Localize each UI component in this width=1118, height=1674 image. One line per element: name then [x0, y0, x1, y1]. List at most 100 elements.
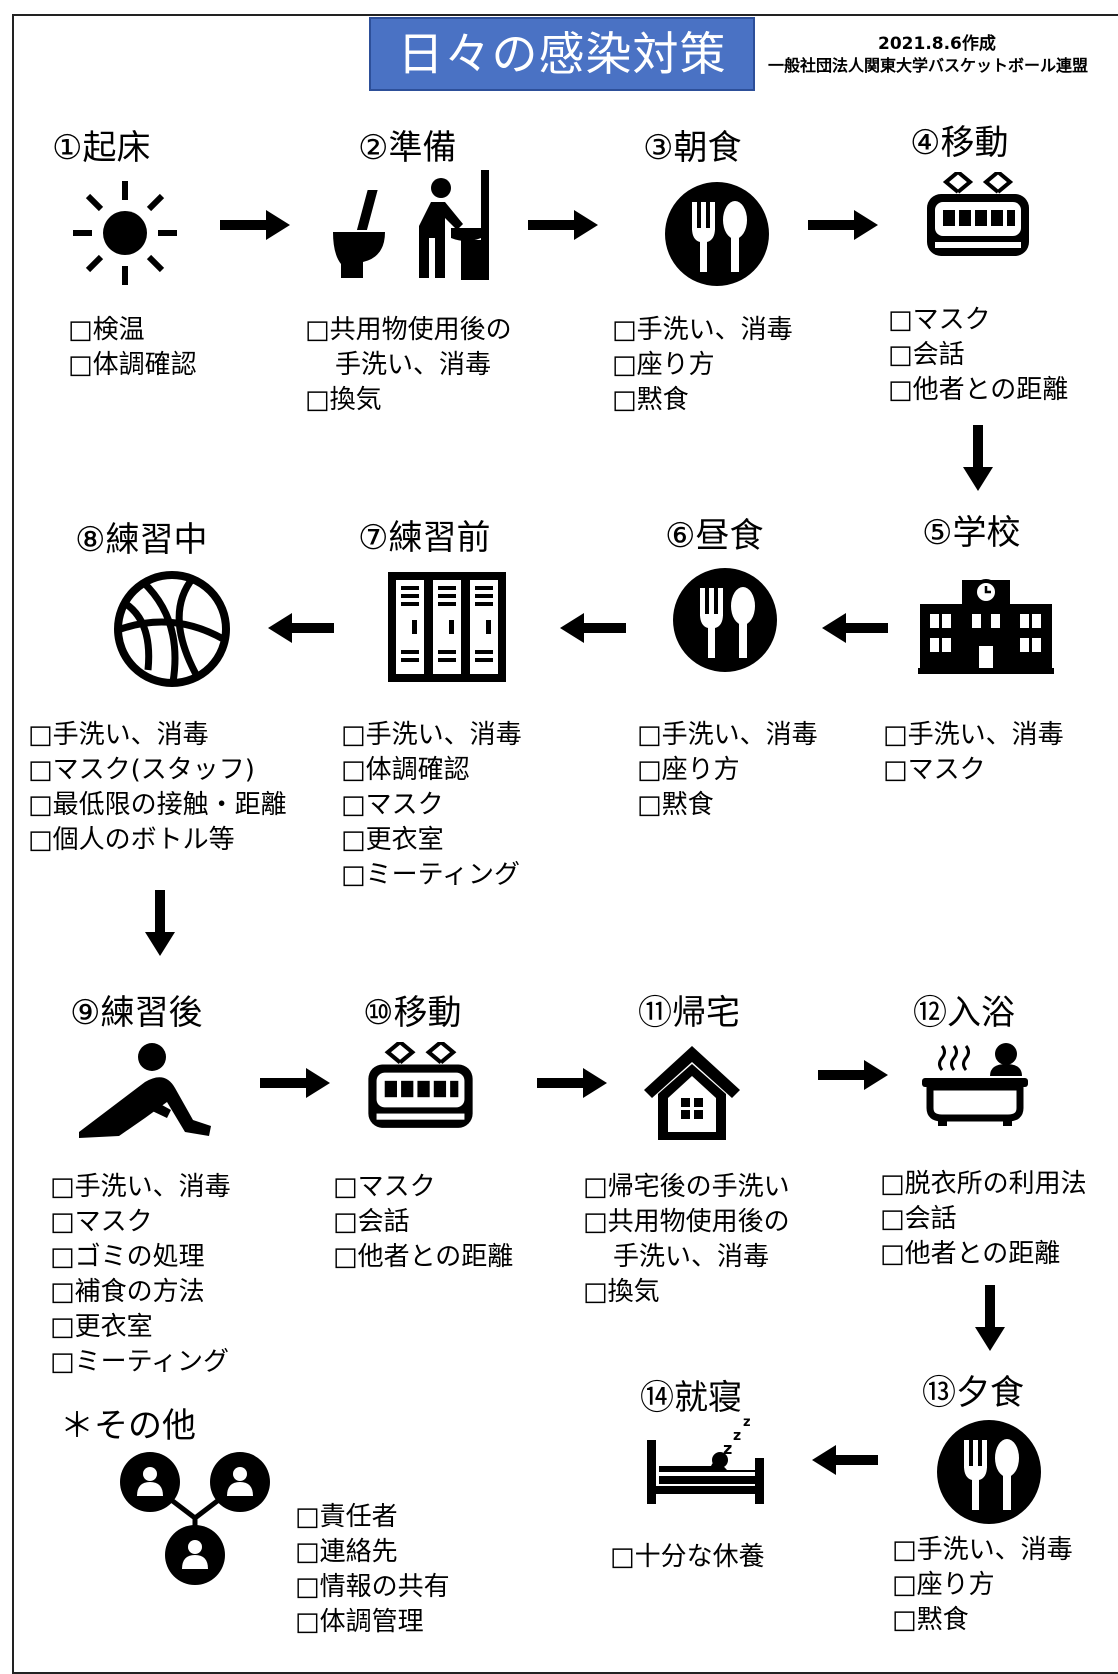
check-item[interactable]: □更衣室: [50, 1312, 153, 1342]
check-item[interactable]: □マスク: [333, 1172, 436, 1202]
page-title: 日々の感染対策: [369, 17, 755, 91]
check-item-continuation: 手洗い、消毒: [613, 1242, 770, 1272]
arrow-left-icon: [560, 613, 626, 643]
check-item[interactable]: □換気: [583, 1277, 660, 1307]
checklist-lunch: □手洗い、消毒 □座り方 □黙食: [637, 718, 818, 823]
step-title-breakfast: ③朝食: [643, 128, 742, 168]
check-item[interactable]: □十分な休養: [610, 1542, 765, 1572]
people-network-icon: [120, 1452, 270, 1591]
check-item[interactable]: □更衣室: [341, 825, 444, 855]
locker-icon: [388, 572, 506, 686]
step-title-after-practice: ⑨練習後: [70, 993, 203, 1033]
checklist-during-practice: □手洗い、消毒 □マスク(スタッフ) □最低限の接触・距離 □個人のボトル等: [28, 718, 287, 858]
train-icon: [923, 170, 1033, 266]
step-title-school: ⑤学校: [922, 513, 1021, 553]
arrow-left-icon: [812, 1445, 878, 1475]
check-item[interactable]: □座り方: [892, 1570, 995, 1600]
arrow-down-icon: [963, 425, 993, 491]
check-item[interactable]: □他者との距離: [880, 1239, 1061, 1269]
check-item[interactable]: □黙食: [892, 1605, 969, 1635]
check-item[interactable]: □会話: [333, 1207, 410, 1237]
check-item[interactable]: □手洗い、消毒: [892, 1535, 1073, 1565]
school-building-icon: [918, 562, 1054, 678]
arrow-right-icon: [220, 210, 290, 240]
check-item[interactable]: □会話: [888, 340, 965, 370]
check-item[interactable]: □共用物使用後の: [305, 315, 512, 345]
sleeping-bed-icon: z z z: [645, 1410, 767, 1510]
arrow-down-icon: [975, 1285, 1005, 1351]
checklist-wake-up: □検温 □体調確認: [68, 313, 197, 383]
check-item[interactable]: □黙食: [637, 790, 714, 820]
check-item-continuation: 手洗い、消毒: [335, 350, 492, 380]
checklist-other: □責任者 □連絡先 □情報の共有 □体調管理: [295, 1500, 450, 1640]
step-title-bath: ⑫入浴: [913, 993, 1015, 1033]
checklist-commute-home: □マスク □会話 □他者との距離: [333, 1170, 513, 1275]
step-title-during-practice: ⑧練習中: [75, 520, 208, 560]
checklist-school: □手洗い、消毒 □マスク: [883, 718, 1064, 788]
svg-text:z: z: [723, 1439, 732, 1458]
check-item[interactable]: □補食の方法: [50, 1277, 205, 1307]
check-item[interactable]: □個人のボトル等: [28, 825, 235, 855]
arrow-down-icon: [145, 890, 175, 956]
step-title-sleep: ⑭就寝: [640, 1378, 742, 1418]
check-item[interactable]: □座り方: [637, 755, 740, 785]
fork-spoon-icon: [937, 1420, 1041, 1528]
check-item[interactable]: □体調管理: [295, 1607, 424, 1637]
check-item[interactable]: □体調確認: [68, 350, 197, 380]
check-item[interactable]: □手洗い、消毒: [612, 315, 793, 345]
check-item[interactable]: □マスク: [888, 305, 991, 335]
house-icon: [640, 1042, 744, 1146]
check-item[interactable]: □マスク: [50, 1207, 153, 1237]
checklist-return-home: □帰宅後の手洗い □共用物使用後の 手洗い、消毒 □換気: [583, 1170, 790, 1310]
check-item[interactable]: □連絡先: [295, 1537, 398, 1567]
sun-icon: [70, 178, 180, 292]
checklist-prepare: □共用物使用後の 手洗い、消毒 □換気: [305, 313, 512, 418]
check-item[interactable]: □ミーティング: [341, 860, 521, 890]
check-item[interactable]: □手洗い、消毒: [883, 720, 1064, 750]
step-title-prepare: ②準備: [358, 128, 457, 168]
basketball-icon: [113, 570, 231, 692]
check-item[interactable]: □黙食: [612, 385, 689, 415]
check-item[interactable]: □他者との距離: [333, 1242, 514, 1272]
check-item[interactable]: □責任者: [295, 1502, 398, 1532]
check-item[interactable]: □検温: [68, 315, 145, 345]
check-item[interactable]: □手洗い、消毒: [341, 720, 522, 750]
arrow-left-icon: [268, 613, 334, 643]
check-item[interactable]: □座り方: [612, 350, 715, 380]
check-item[interactable]: □マスク: [341, 790, 444, 820]
stretching-person-icon: [75, 1040, 215, 1144]
check-item[interactable]: □会話: [880, 1204, 957, 1234]
arrow-right-icon: [818, 1060, 888, 1090]
check-item[interactable]: □換気: [305, 385, 382, 415]
created-date: 2021.8.6作成: [878, 34, 996, 54]
check-item[interactable]: □マスク: [883, 755, 986, 785]
check-item[interactable]: □体調確認: [341, 755, 470, 785]
checklist-sleep: □十分な休養: [610, 1540, 765, 1575]
arrow-right-icon: [808, 210, 878, 240]
step-title-lunch: ⑥昼食: [665, 516, 764, 556]
step-title-return-home: ⑪帰宅: [638, 993, 740, 1033]
check-item[interactable]: □手洗い、消毒: [50, 1172, 231, 1202]
arrow-right-icon: [528, 210, 598, 240]
check-item[interactable]: □他者との距離: [888, 375, 1069, 405]
check-item[interactable]: □脱衣所の利用法: [880, 1169, 1087, 1199]
check-item[interactable]: □帰宅後の手洗い: [583, 1172, 790, 1202]
check-item[interactable]: □ミーティング: [50, 1347, 230, 1377]
check-item[interactable]: □共用物使用後の: [583, 1207, 790, 1237]
fork-spoon-icon: [673, 568, 777, 676]
check-item[interactable]: □手洗い、消毒: [637, 720, 818, 750]
check-item[interactable]: □マスク(スタッフ): [28, 755, 255, 785]
step-title-wake-up: ①起床: [52, 128, 151, 168]
other-title: ＊その他: [60, 1406, 196, 1446]
checklist-commute: □マスク □会話 □他者との距離: [888, 303, 1068, 408]
checklist-before-practice: □手洗い、消毒 □体調確認 □マスク □更衣室 □ミーティング: [341, 718, 522, 893]
check-item[interactable]: □ゴミの処理: [50, 1242, 205, 1272]
check-item[interactable]: □情報の共有: [295, 1572, 450, 1602]
train-icon: [363, 1040, 478, 1138]
step-title-dinner: ⑬夕食: [922, 1373, 1024, 1413]
step-title-commute-home: ⑩移動: [363, 993, 462, 1033]
fork-spoon-icon: [665, 182, 769, 290]
check-item[interactable]: □手洗い、消毒: [28, 720, 209, 750]
bathtub-icon: [920, 1040, 1030, 1130]
check-item[interactable]: □最低限の接触・距離: [28, 790, 287, 820]
